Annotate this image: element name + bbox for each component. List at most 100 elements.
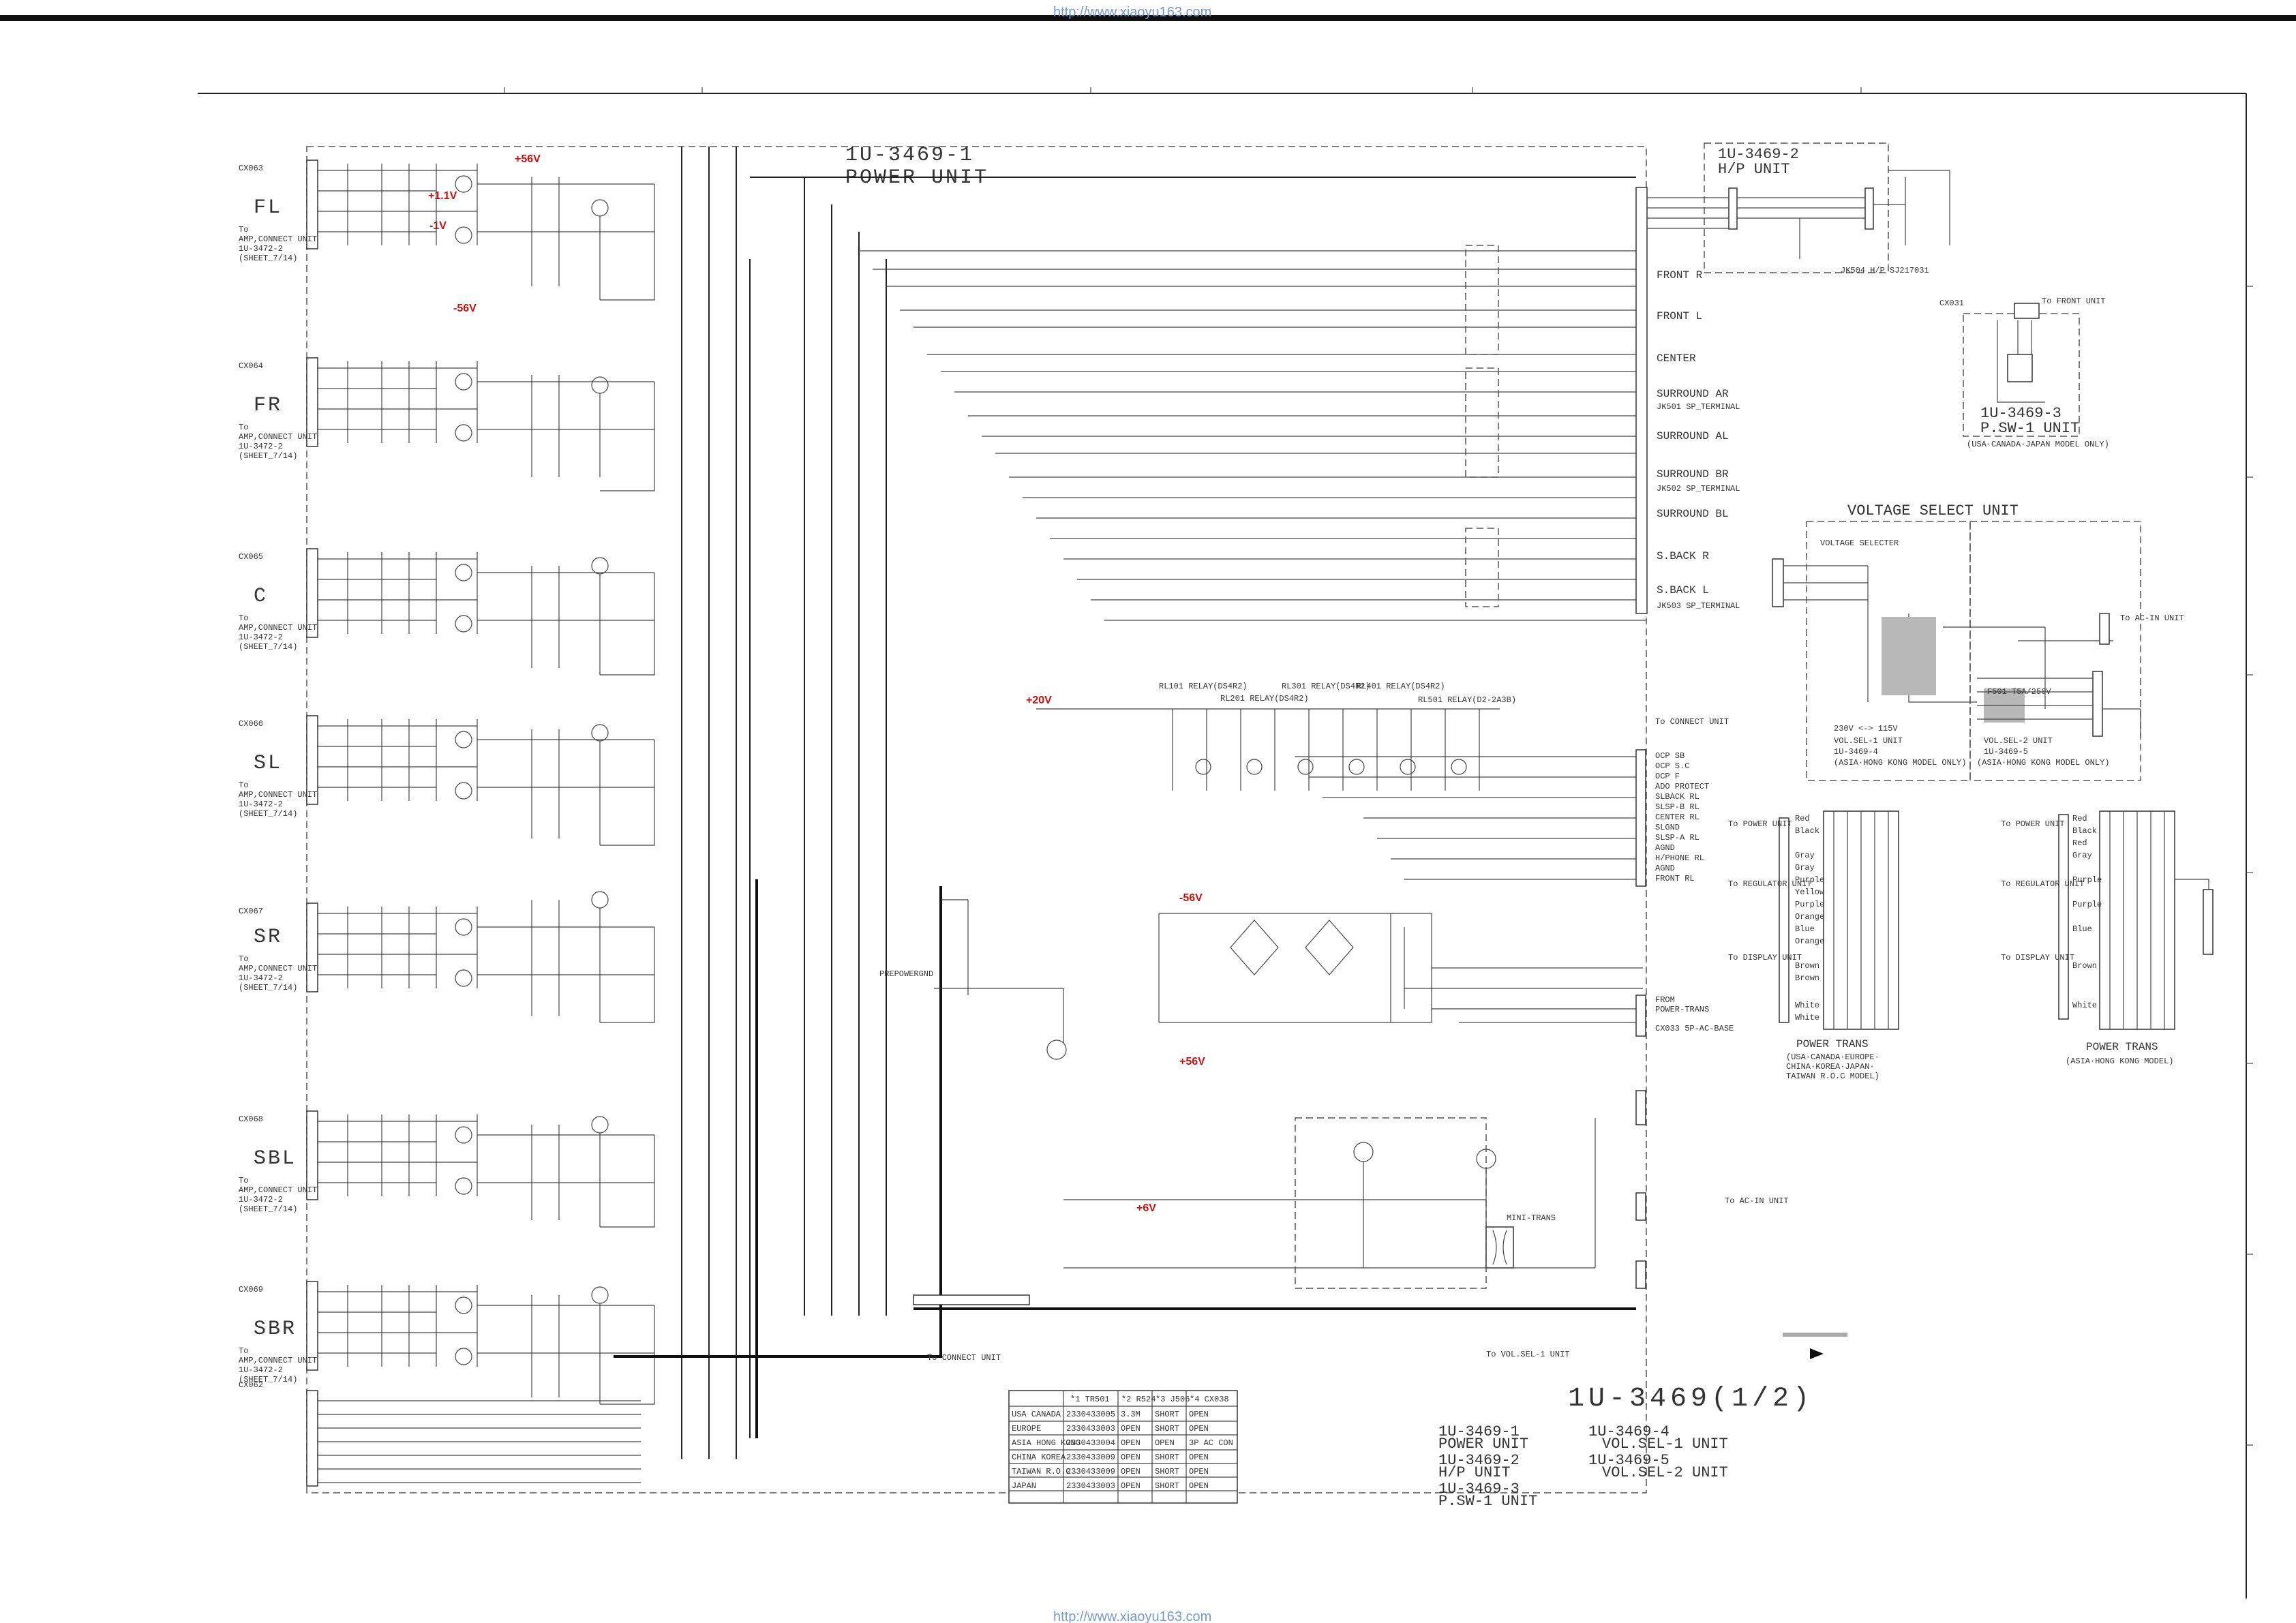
svg-text:JK503 SP_TERMINAL: JK503 SP_TERMINAL (1657, 601, 1740, 611)
svg-text:AMP,CONNECT UNIT: AMP,CONNECT UNIT (239, 964, 317, 973)
output-label: SURROUND BL (1657, 508, 1729, 520)
svg-text:White: White (1795, 1013, 1819, 1022)
svg-text:OCP S.C: OCP S.C (1655, 761, 1689, 771)
svg-text:To CONNECT UNIT: To CONNECT UNIT (927, 1353, 1001, 1363)
footer-url: http://www.xiaoyu163.com (1053, 1609, 1211, 1623)
svg-text:SLBACK RL: SLBACK RL (1655, 792, 1700, 802)
svg-text:1U-3469-3: 1U-3469-3 (1438, 1481, 1520, 1498)
output-label: SURROUND AL (1657, 430, 1729, 442)
power-unit-boundary (306, 146, 1647, 1493)
svg-text:P.SW-1 UNIT: P.SW-1 UNIT (1438, 1493, 1537, 1510)
svg-text:P.SW-1 UNIT: P.SW-1 UNIT (1980, 420, 2079, 437)
voltage-label-plus6: +6V (1136, 1202, 1156, 1214)
svg-text:2330433003: 2330433003 (1066, 1481, 1115, 1491)
svg-text:1U-3469-5: 1U-3469-5 (1984, 747, 2028, 757)
channel-block-sbr: CX069 SBR To AMP,CONNECT UNIT 1U-3472-2 … (239, 1281, 655, 1405)
svg-text:3.3M: 3.3M (1121, 1410, 1141, 1419)
channel-block-sbl: CX068 SBL To AMP,CONNECT UNIT 1U-3472-2 … (239, 1110, 655, 1228)
svg-text:SLGND: SLGND (1655, 823, 1680, 832)
svg-text:1U-3472-2: 1U-3472-2 (239, 442, 283, 451)
svg-text:*2 R524: *2 R524 (1121, 1395, 1155, 1404)
svg-text:MINI-TRANS: MINI-TRANS (1507, 1213, 1556, 1223)
svg-text:Yellow: Yellow (1795, 888, 1825, 897)
header-url: http://www.xiaoyu163.com (1053, 5, 1211, 20)
svg-text:AMP,CONNECT UNIT: AMP,CONNECT UNIT (239, 1356, 317, 1365)
svg-text:OPEN: OPEN (1121, 1453, 1141, 1462)
bottom-center-connector (913, 1294, 1030, 1305)
voltage-label-minus1v: -1V (429, 220, 447, 232)
svg-text:To: To (239, 1176, 248, 1185)
svg-text:JK504 H/P SJ217031: JK504 H/P SJ217031 (1841, 266, 1929, 275)
svg-text:Brown: Brown (1795, 961, 1819, 971)
output-label: CENTER (1657, 352, 1696, 365)
svg-text:2330433004: 2330433004 (1066, 1438, 1115, 1448)
svg-text:SHORT: SHORT (1155, 1424, 1179, 1434)
svg-text:SHORT: SHORT (1155, 1481, 1179, 1491)
svg-text:1U-3469-5: 1U-3469-5 (1588, 1452, 1670, 1469)
svg-text:To AC-IN UNIT: To AC-IN UNIT (1725, 1196, 1789, 1206)
svg-text:Orange: Orange (1795, 912, 1824, 922)
svg-text:Brown: Brown (1795, 973, 1819, 983)
svg-text:To CONNECT UNIT: To CONNECT UNIT (1655, 717, 1729, 727)
svg-text:(ASIA·HONG KONG MODEL ONLY): (ASIA·HONG KONG MODEL ONLY) (1977, 758, 2109, 768)
svg-text:1U-3472-2: 1U-3472-2 (239, 800, 283, 809)
svg-text:(SHEET_7/14): (SHEET_7/14) (239, 642, 297, 652)
channel-block-c: CX065 C To AMP,CONNECT UNIT 1U-3472-2 (S… (239, 548, 655, 676)
svg-text:1U-3469-3: 1U-3469-3 (1980, 405, 2061, 422)
output-label: S.BACK R (1657, 550, 1709, 562)
svg-text:CENTER RL: CENTER RL (1655, 813, 1700, 822)
voltage-label-plus1v1: +1.1V (428, 190, 457, 202)
channel-conn-fl: CX063 (239, 164, 263, 173)
svg-text:Red: Red (2072, 838, 2087, 848)
svg-text:*1 TR501: *1 TR501 (1070, 1395, 1110, 1404)
channel-label-sr: SR (254, 926, 282, 949)
channel-block-sl: CX066 SL To AMP,CONNECT UNIT 1U-3472-2 (… (239, 715, 655, 846)
svg-text:OPEN: OPEN (1155, 1438, 1175, 1448)
svg-text:FRONT RL: FRONT RL (1655, 874, 1695, 883)
svg-text:RL101 RELAY(DS4R2): RL101 RELAY(DS4R2) (1159, 682, 1248, 691)
channel-label-sbl: SBL (254, 1147, 297, 1170)
svg-text:CX068: CX068 (239, 1114, 263, 1124)
channel-label-sbr: SBR (254, 1318, 297, 1341)
svg-text:To DISPLAY UNIT: To DISPLAY UNIT (2001, 953, 2074, 962)
channel-block-sr: CX067 SR To AMP,CONNECT UNIT 1U-3472-2 (… (239, 891, 655, 1023)
svg-text:*4 CX038: *4 CX038 (1190, 1395, 1229, 1404)
svg-text:SLSP-B RL: SLSP-B RL (1655, 802, 1700, 812)
svg-text:Red: Red (2072, 814, 2087, 823)
svg-text:1U-3469-2: 1U-3469-2 (1718, 146, 1799, 163)
svg-text:Purple: Purple (2072, 875, 2102, 885)
relay-section: RL101 RELAY(DS4R2) RL201 RELAY(DS4R2) RL… (1036, 682, 1516, 791)
svg-text:SHORT: SHORT (1155, 1410, 1179, 1419)
svg-text:To POWER UNIT: To POWER UNIT (1728, 819, 1792, 829)
svg-text:2330433009: 2330433009 (1066, 1467, 1115, 1476)
svg-text:(SHEET_7/14): (SHEET_7/14) (239, 254, 297, 263)
svg-text:(ASIA·HONG KONG MODEL): (ASIA·HONG KONG MODEL) (2066, 1057, 2173, 1066)
svg-text:(USA·CANADA·EUROPE·: (USA·CANADA·EUROPE· (1786, 1052, 1879, 1062)
svg-text:To AC-IN UNIT: To AC-IN UNIT (2120, 613, 2184, 623)
voltage-label-plus20: +20V (1026, 695, 1052, 706)
svg-text:Purple: Purple (2072, 900, 2102, 909)
connect-unit-pins: To CONNECT UNIT OCP SB OCP S.C OCP F ADO… (1295, 717, 1729, 887)
power-trans-left: Red Black Gray Gray Purple Yellow Purple… (1728, 810, 1899, 1081)
svg-text:(SHEET_7/14): (SHEET_7/14) (239, 809, 297, 819)
voltage-select-unit: VOLTAGE SELECT UNIT VOLTAGE SELECTER F50… (1772, 502, 2184, 781)
svg-text:RL501 RELAY(D2-2A3B): RL501 RELAY(D2-2A3B) (1418, 695, 1516, 705)
svg-text:(ASIA·HONG KONG MODEL ONLY): (ASIA·HONG KONG MODEL ONLY) (1834, 758, 1966, 768)
svg-text:1U-3469-1: 1U-3469-1 (1438, 1423, 1520, 1440)
channel-block-fr: CX064 FR To AMP,CONNECT UNIT 1U-3472-2 (… (239, 357, 655, 491)
svg-text:To POWER UNIT: To POWER UNIT (2001, 819, 2065, 829)
svg-text:1U-3472-2: 1U-3472-2 (239, 633, 283, 642)
speaker-outputs: FRONT R FRONT L CENTER SURROUND AR SURRO… (1657, 269, 1740, 611)
svg-text:AMP,CONNECT UNIT: AMP,CONNECT UNIT (239, 432, 317, 442)
svg-text:Black: Black (2072, 826, 2097, 836)
svg-text:FROM: FROM (1655, 995, 1675, 1005)
svg-text:JK501 SP_TERMINAL: JK501 SP_TERMINAL (1657, 402, 1740, 412)
voltage-label-plus56: +56V (515, 153, 541, 165)
svg-text:PREPOWERGND: PREPOWERGND (879, 969, 933, 979)
svg-text:1U-3472-2: 1U-3472-2 (239, 244, 283, 254)
channel-label-fl: FL (254, 196, 282, 219)
power-trans-title-left: POWER TRANS (1796, 1038, 1869, 1050)
svg-text:RL201 RELAY(DS4R2): RL201 RELAY(DS4R2) (1220, 694, 1309, 703)
psu-section: FROM POWER-TRANS CX033 5P-AC-BASE (934, 899, 1734, 1060)
svg-text:To: To (239, 1346, 248, 1356)
